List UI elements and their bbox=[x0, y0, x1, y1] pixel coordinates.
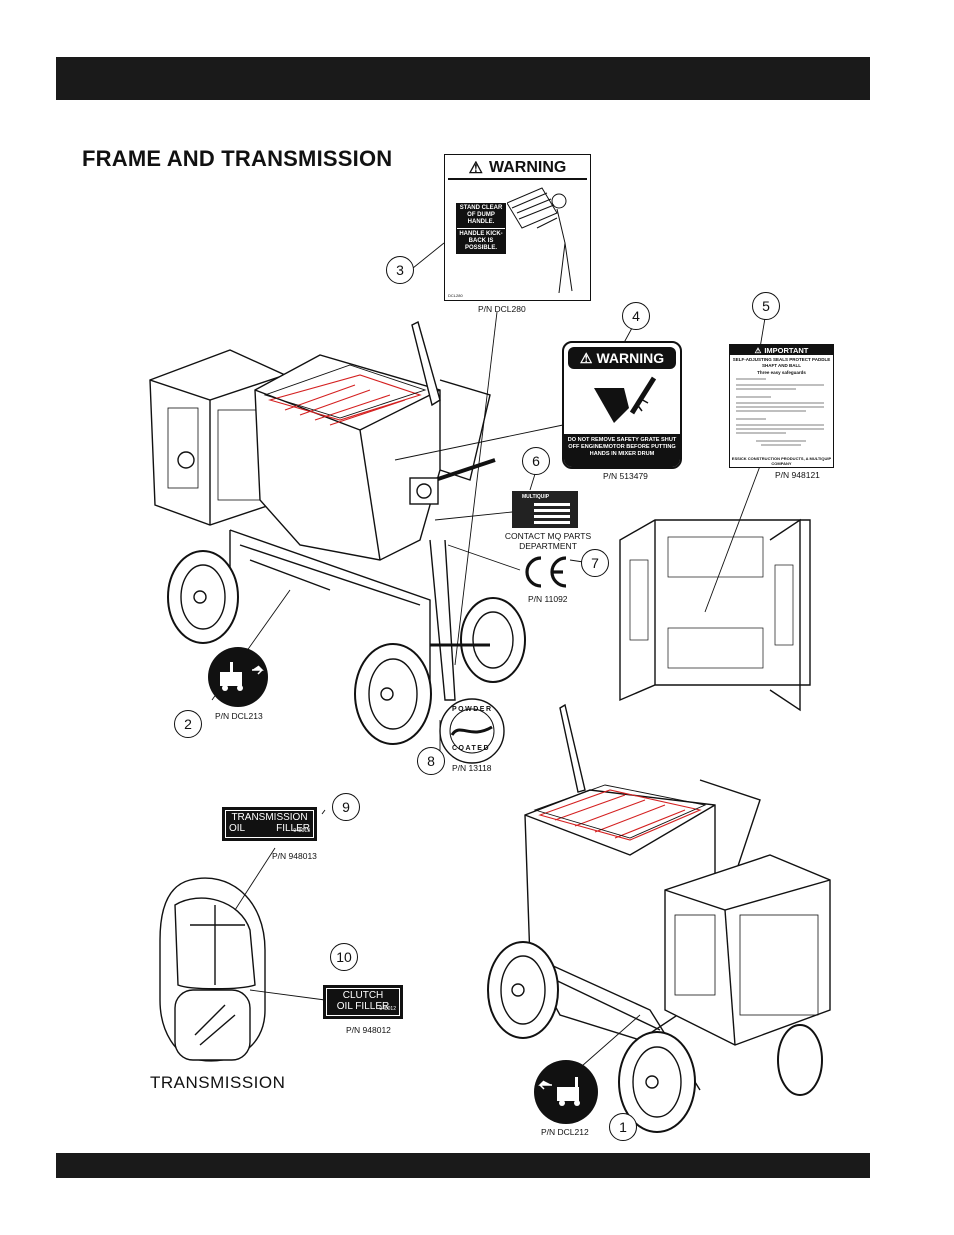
callout-1: 1 bbox=[609, 1113, 637, 1141]
decal3-message: STAND CLEAR OF DUMP HANDLE. HANDLE KICK-… bbox=[456, 203, 506, 254]
decal5-subtitle: SELF-ADJUSTING SEALS PROTECT PADDLE SHAF… bbox=[732, 357, 831, 368]
decal10-line2: OIL FILLER bbox=[336, 1001, 390, 1012]
decal-important-seals: ⚠IMPORTANT SELF-ADJUSTING SEALS PROTECT … bbox=[729, 344, 834, 468]
decal3-code: DCL280 bbox=[448, 293, 463, 298]
callout-10: 10 bbox=[330, 943, 358, 971]
decal5-heading: IMPORTANT bbox=[764, 345, 809, 355]
decal5-subtitle2: Three easy safeguards bbox=[757, 370, 806, 375]
footer-bar bbox=[56, 1153, 870, 1178]
decal4-message: DO NOT REMOVE SAFETY GRATE SHUT OFF ENGI… bbox=[564, 434, 680, 467]
callout-5: 5 bbox=[752, 292, 780, 320]
decal-clutch-oil-filler: CLUTCH OIL FILLER 948012 bbox=[323, 985, 403, 1019]
decal6-brand: MULTIQUIP bbox=[522, 494, 550, 500]
decal3-heading: WARNING bbox=[489, 159, 567, 176]
warning-triangle-icon: ⚠ bbox=[754, 345, 762, 355]
callout-8: 8 bbox=[417, 747, 445, 775]
decal10-line1: CLUTCH bbox=[342, 990, 384, 1001]
warning-triangle-icon: ⚠ bbox=[468, 160, 483, 177]
callout-2: 2 bbox=[174, 710, 202, 738]
callout-7: 7 bbox=[581, 549, 609, 577]
decal9-code: 948013 bbox=[293, 828, 310, 834]
person-figure-icon bbox=[507, 187, 573, 294]
plate-fields bbox=[534, 503, 570, 524]
decal9-filler: FILLER bbox=[276, 823, 310, 834]
decal3-line2: HANDLE KICK-BACK IS POSSIBLE. bbox=[459, 231, 503, 251]
decal8-top: POWDER bbox=[452, 706, 493, 713]
pn-3: P/N DCL280 bbox=[478, 304, 526, 314]
callout-4: 4 bbox=[622, 302, 650, 330]
decal4-heading: WARNING bbox=[596, 350, 665, 366]
pn-8: P/N 13118 bbox=[452, 763, 492, 773]
hand-crush-icon bbox=[594, 376, 657, 423]
header-bar bbox=[56, 57, 870, 100]
warning-triangle-icon: ⚠ bbox=[579, 349, 593, 366]
pn-2: P/N DCL213 bbox=[215, 711, 263, 721]
decal10-code: 948012 bbox=[379, 1006, 396, 1012]
decal-warning-safety-grate: ⚠WARNING DO NOT REMOVE SAFETY GRATE SHUT… bbox=[562, 341, 682, 469]
decal5-fine-print bbox=[736, 378, 824, 446]
decal-transmission-oil-filler: TRANSMISSION OIL FILLER 948013 bbox=[222, 807, 317, 841]
pn-7: P/N 11092 bbox=[528, 594, 568, 604]
pn-9: P/N 948013 bbox=[272, 851, 317, 861]
pn-1: P/N DCL212 bbox=[541, 1127, 589, 1137]
callout-6: 6 bbox=[522, 447, 550, 475]
contact-mq-parts: CONTACT MQ PARTS DEPARTMENT bbox=[504, 531, 592, 551]
pn-4: P/N 513479 bbox=[603, 471, 648, 481]
transmission-label: TRANSMISSION bbox=[150, 1073, 286, 1092]
decal3-line1: STAND CLEAR OF DUMP HANDLE. bbox=[459, 205, 503, 225]
decal5-footer: ESSICK CONSTRUCTION PRODUCTS, A MULTIQUI… bbox=[731, 456, 832, 466]
decal8-bottom: COATED bbox=[452, 745, 491, 752]
decal-serial-plate: MULTIQUIP bbox=[512, 491, 578, 528]
decal9-line1: TRANSMISSION bbox=[231, 812, 308, 823]
callout-9: 9 bbox=[332, 793, 360, 821]
callout-3: 3 bbox=[386, 256, 414, 284]
pn-10: P/N 948012 bbox=[346, 1025, 391, 1035]
page-title: FRAME AND TRANSMISSION bbox=[82, 146, 393, 171]
decal-warning-dump-handle: ⚠ WARNING STAND CLEAR OF DUMP HANDLE. HAN… bbox=[444, 154, 591, 301]
decal9-oil: OIL bbox=[229, 823, 246, 834]
pn-5: P/N 948121 bbox=[775, 470, 820, 480]
